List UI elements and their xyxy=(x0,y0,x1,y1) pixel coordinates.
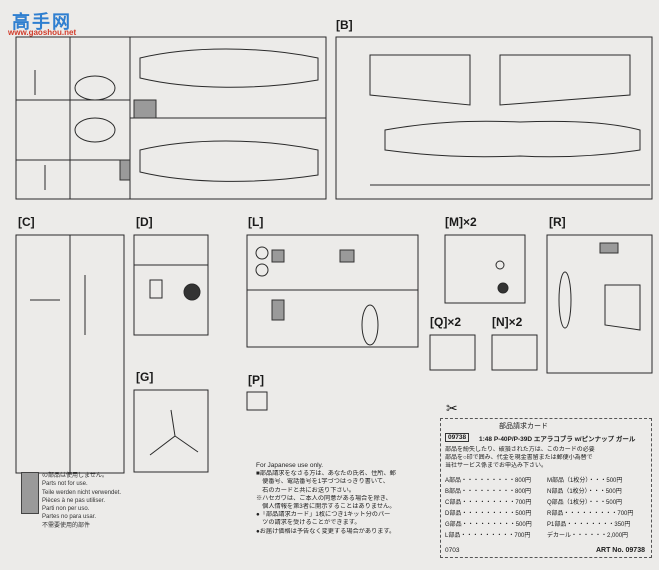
sprue-frame-r xyxy=(546,234,653,374)
section-label-r: [R] xyxy=(549,215,566,229)
price-row: G部品・・・・・・・・・500円 xyxy=(445,522,532,528)
card-product-code: 09738 xyxy=(445,433,470,442)
unused-parts-swatch xyxy=(21,472,39,514)
watermark-title: 高手网 xyxy=(12,12,72,32)
price-row: A部品・・・・・・・・・800円 xyxy=(445,478,532,484)
section-label-p: [P] xyxy=(248,373,264,387)
wing-upper-left xyxy=(369,54,471,106)
legend-line: Pièces à ne pas utiliser. xyxy=(42,497,106,504)
price-row: Q部品（1枚分）・・・500円 xyxy=(547,500,623,506)
notes-line: ツの請求を受けることができます。 xyxy=(256,519,361,527)
fuselage-half-lower xyxy=(139,140,319,182)
watermark-logo: 高手网 www.gaoshou.net xyxy=(2,2,86,38)
card-desc-line: 部品を○印で囲み、代金を現金書留または郵便小為替で xyxy=(445,455,593,461)
card-art-number: ART No. 09738 xyxy=(595,547,645,554)
legend-line: Parts not for use. xyxy=(42,481,88,488)
sprue-frame-q xyxy=(429,334,476,371)
propeller xyxy=(149,409,199,456)
price-row: デカール・・・・・・2,000円 xyxy=(547,533,629,539)
price-row: C部品・・・・・・・・・700円 xyxy=(445,500,532,506)
notes-line: ●お届け価格は予告なく変更する場合があります。 xyxy=(256,527,396,535)
legend-line: Partes no para usar. xyxy=(42,514,97,521)
section-label-q: [Q]×2 xyxy=(430,315,462,329)
price-row: M部品（1枚分）・・・500円 xyxy=(547,478,623,484)
legend-line: 不需要使用的部件 xyxy=(42,522,91,529)
parts-request-card: 部品請求カード 09738 1:48 P-40P/P-39D エアラコブラ w/… xyxy=(440,418,652,558)
card-product-name: 1:48 P-40P/P-39D エアラコブラ w/ピンナップ ガール xyxy=(479,436,636,443)
section-label-g: [G] xyxy=(136,370,154,384)
wing-upper-right xyxy=(499,54,631,106)
price-row: P1部品・・・・・・・・350円 xyxy=(547,522,631,528)
unused-parts-legend: の部品は使用しません。 Parts not for use. Teile wer… xyxy=(42,472,121,530)
section-label-m: [M]×2 xyxy=(445,215,477,229)
sprue-frame-p xyxy=(246,391,268,411)
notes-line: ■部品請求をなさる方は、あなたの氏名、住所、郵 xyxy=(256,470,396,478)
price-row: D部品・・・・・・・・・500円 xyxy=(445,511,532,517)
card-description: 部品を紛失したり、破損された方は、このカードの必要 部品を○印で囲み、代金を現金… xyxy=(445,446,649,470)
section-label-d: [D] xyxy=(136,215,153,229)
notes-line: ※ハセガワは、ご本人の同意がある場合を除き、 xyxy=(256,494,392,502)
section-label-l: [L] xyxy=(248,215,264,229)
legend-title: の部品は使用しません。 xyxy=(42,473,108,479)
price-row: N部品（1枚分）・・・500円 xyxy=(547,489,622,495)
notes-line: 右のカードと共にお送り下さい。 xyxy=(256,486,355,494)
fuselage-half-upper xyxy=(139,48,319,88)
sprue-frame-n xyxy=(491,334,538,371)
scissors-icon: ✂ xyxy=(446,400,458,416)
wing-lower xyxy=(384,120,641,158)
price-row: R部品・・・・・・・・・700円 xyxy=(547,511,634,517)
card-desc-line: 当社サービス係までお申込み下さい。 xyxy=(445,463,548,469)
sprue-frame-m xyxy=(444,234,526,304)
legend-line: Parti non per uso. xyxy=(42,506,90,513)
section-label-b: [B] xyxy=(336,18,353,32)
card-footer-code: 0703 xyxy=(445,547,460,554)
section-label-n: [N]×2 xyxy=(492,315,523,329)
notes-line: 個人情報を第3者に開示することはありません。 xyxy=(256,503,396,511)
card-desc-line: 部品を紛失したり、破損された方は、このカードの必要 xyxy=(445,447,595,453)
sprue-frame-l xyxy=(246,234,419,348)
watermark-url: www.gaoshou.net xyxy=(8,28,77,37)
legend-line: Teile werden nicht verwendet. xyxy=(42,489,122,496)
sprue-frame-g xyxy=(133,389,209,473)
section-label-c: [C] xyxy=(18,215,35,229)
notes-header: For Japanese use only. xyxy=(256,462,324,469)
notes-line: ●「部品請求カード」1枚につき1キット分のパー xyxy=(256,511,391,519)
price-row: L部品・・・・・・・・・700円 xyxy=(445,533,531,539)
sprue-frame-d xyxy=(133,234,209,336)
parts-request-notes: For Japanese use only. ■部品請求をなさる方は、あなたの氏… xyxy=(256,462,441,536)
price-row: B部品・・・・・・・・・800円 xyxy=(445,489,532,495)
sprue-frame-b xyxy=(335,36,653,200)
card-title: 部品請求カード xyxy=(499,423,548,430)
notes-line: 便番号、電話番号を1字づつはっきり書いて、 xyxy=(256,478,389,486)
